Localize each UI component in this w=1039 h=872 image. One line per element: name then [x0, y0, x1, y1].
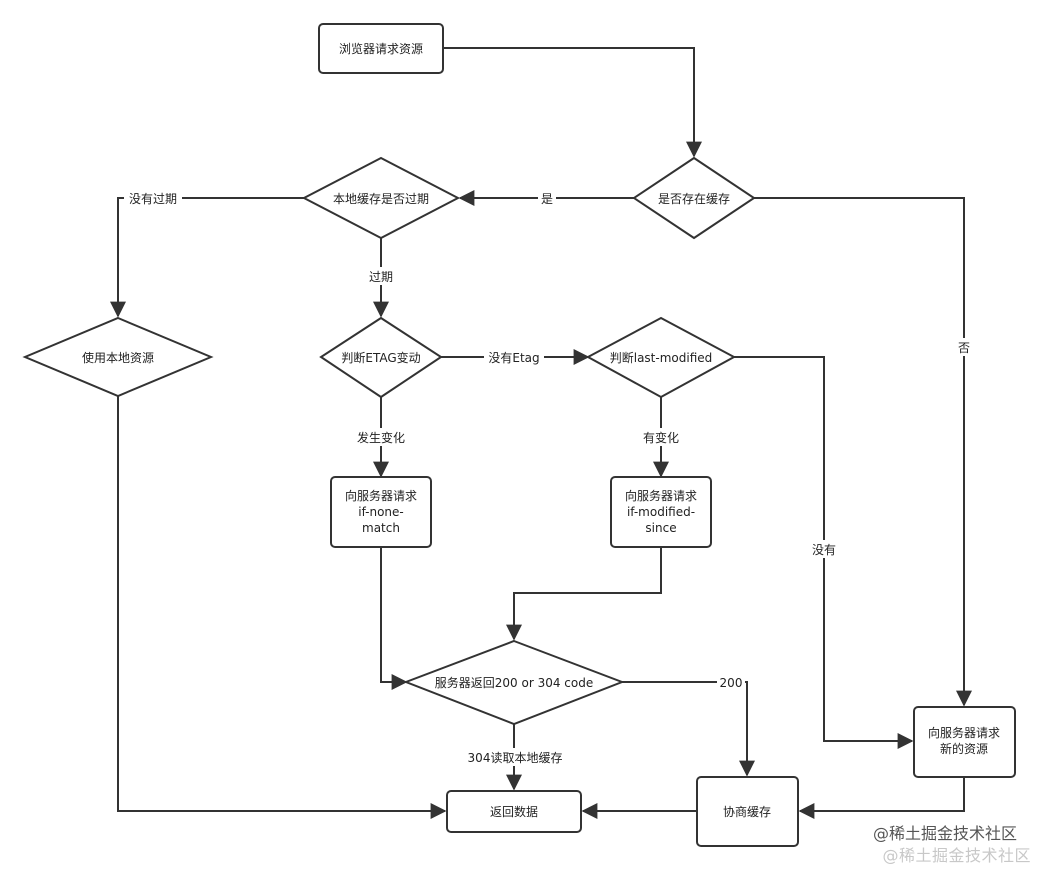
edge-label-no: 否: [955, 338, 973, 356]
svg-text:向服务器请求: 向服务器请求: [625, 488, 697, 503]
svg-text:304读取本地缓存: 304读取本地缓存: [468, 751, 563, 765]
svg-text:发生变化: 发生变化: [357, 430, 405, 445]
node-cache-exists: 是否存在缓存: [632, 156, 756, 240]
svg-text:if-modified-: if-modified-: [627, 505, 695, 519]
svg-text:match: match: [362, 521, 400, 535]
svg-text:返回数据: 返回数据: [490, 804, 538, 819]
edge-browser-to-cache-exists: [443, 47, 702, 158]
edge-label-lm-none: 没有: [810, 540, 838, 558]
svg-text:没有过期: 没有过期: [129, 191, 177, 206]
watermark-shadow: @稀土掘金技术社区: [882, 846, 1031, 865]
watermark-text: @稀土掘金技术社区: [872, 824, 1017, 843]
svg-text:是否存在缓存: 是否存在缓存: [658, 192, 730, 206]
svg-text:本地缓存是否过期: 本地缓存是否过期: [333, 192, 429, 206]
node-negotiate-cache: 协商缓存: [696, 776, 799, 847]
svg-text:是: 是: [541, 192, 553, 206]
svg-text:浏览器请求资源: 浏览器请求资源: [339, 41, 423, 56]
svg-text:没有Etag: 没有Etag: [488, 350, 539, 365]
svg-text:200: 200: [720, 676, 743, 690]
node-request-new-resource: 向服务器请求 新的资源: [913, 706, 1016, 778]
node-server-returns: 服务器返回200 or 304 code: [403, 639, 625, 726]
edge-label-etag-changed: 发生变化: [353, 428, 409, 446]
svg-text:过期: 过期: [369, 270, 393, 284]
edge-label-200: 200: [717, 673, 745, 691]
edge-server-200: [622, 681, 755, 777]
edge-inm-to-server: [380, 547, 408, 690]
edge-new-resource-to-negotiate: [798, 777, 965, 819]
node-check-last-modified: 判断last-modified: [585, 316, 737, 399]
svg-text:否: 否: [958, 341, 970, 355]
edge-ims-to-server: [506, 547, 662, 641]
svg-text:协商缓存: 协商缓存: [723, 804, 771, 819]
node-browser-request: 浏览器请求资源: [318, 23, 444, 74]
node-request-if-none-match: 向服务器请求 if-none- match: [330, 476, 432, 548]
svg-text:没有: 没有: [812, 542, 836, 557]
edge-label-expired: 过期: [366, 267, 396, 285]
node-use-local: 使用本地资源: [22, 316, 214, 398]
svg-text:if-none-: if-none-: [358, 505, 404, 519]
svg-text:判断last-modified: 判断last-modified: [610, 350, 713, 365]
svg-text:向服务器请求: 向服务器请求: [345, 488, 417, 503]
node-check-etag: 判断ETAG变动: [319, 316, 443, 399]
svg-text:判断ETAG变动: 判断ETAG变动: [341, 350, 420, 365]
edge-label-not-expired: 没有过期: [124, 189, 182, 207]
edge-use-local-to-return: [117, 396, 447, 819]
edge-label-no-etag: 没有Etag: [484, 348, 544, 366]
svg-text:新的资源: 新的资源: [940, 741, 988, 756]
edge-label-yes: 是: [538, 189, 556, 207]
node-request-if-modified-since: 向服务器请求 if-modified- since: [610, 476, 712, 548]
svg-text:有变化: 有变化: [643, 430, 679, 445]
svg-text:使用本地资源: 使用本地资源: [82, 350, 154, 365]
edge-label-lm-changed: 有变化: [639, 428, 683, 446]
node-return-data: 返回数据: [446, 790, 582, 833]
svg-text:服务器返回200 or 304 code: 服务器返回200 or 304 code: [435, 675, 593, 690]
svg-text:向服务器请求: 向服务器请求: [928, 725, 1000, 740]
edge-not-expired: [110, 197, 304, 318]
node-cache-expired: 本地缓存是否过期: [301, 156, 461, 240]
svg-text:since: since: [645, 521, 676, 535]
edge-label-304: 304读取本地缓存: [460, 748, 570, 766]
edge-cache-exists-no: [754, 197, 972, 707]
